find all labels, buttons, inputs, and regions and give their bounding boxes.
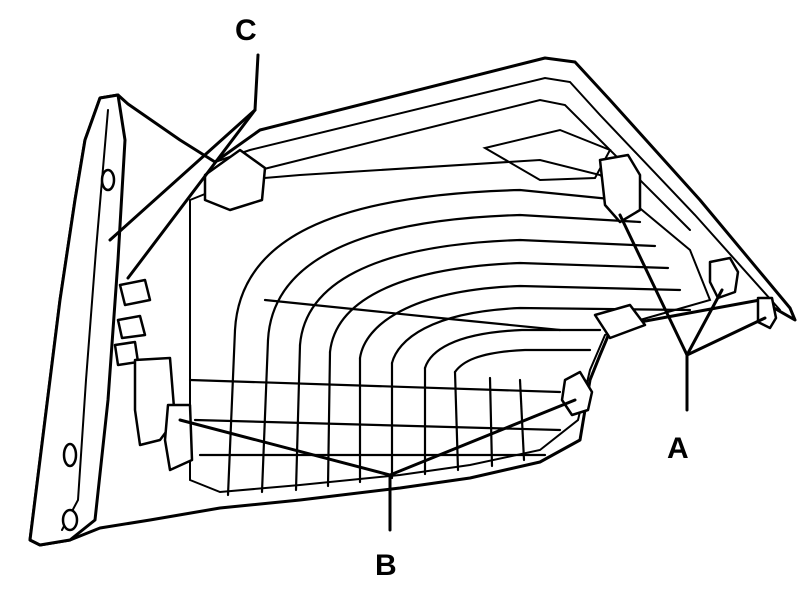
vrib-1 — [226, 328, 237, 497]
right-lower-clip — [560, 370, 594, 417]
rib-6 — [390, 306, 692, 365]
hrib-4 — [263, 298, 562, 332]
vrib-4 — [326, 350, 332, 488]
flange-hole-3 — [61, 508, 79, 532]
vrib-3 — [294, 343, 302, 492]
lower-left-tab — [163, 403, 194, 472]
top-rim — [214, 76, 781, 311]
rib-3 — [298, 238, 657, 347]
callout-c: C — [235, 14, 257, 47]
rib-8 — [453, 348, 592, 374]
leader-c-2 — [126, 108, 257, 280]
leader-b-2 — [388, 398, 577, 477]
left-flange — [28, 93, 127, 547]
rib-1 — [233, 188, 622, 332]
vrib-9 — [488, 376, 494, 468]
rib-5 — [358, 284, 682, 360]
clip-seat-top — [203, 148, 267, 212]
right-bracket — [593, 303, 647, 340]
a-clip-2 — [708, 256, 740, 300]
a-clip-1 — [598, 153, 642, 224]
inner-tray — [189, 158, 712, 494]
left-clip-2 — [116, 314, 147, 340]
left-clip-1 — [118, 278, 152, 307]
flange-hole-2 — [62, 442, 78, 468]
hrib-2 — [193, 418, 562, 432]
callout-b: B — [375, 549, 397, 582]
hrib-1 — [188, 378, 562, 394]
leader-lines — [108, 53, 767, 532]
leader-a-3 — [685, 316, 767, 357]
callout-a: A — [667, 432, 689, 465]
flange-hole-1 — [100, 168, 116, 192]
leader-a-2 — [685, 288, 724, 357]
trim-panel — [28, 56, 797, 547]
vrib-2 — [260, 338, 270, 494]
rib-7 — [423, 328, 602, 370]
lower-left-bracket — [133, 356, 177, 447]
a-clip-3 — [756, 296, 778, 330]
rib-2 — [266, 213, 642, 342]
rib-4 — [328, 261, 670, 354]
